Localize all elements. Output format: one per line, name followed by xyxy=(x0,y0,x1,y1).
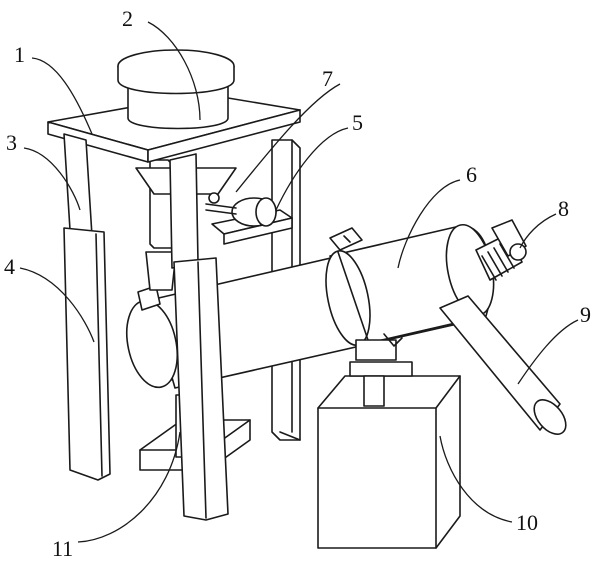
callout-5: 5 xyxy=(352,110,363,135)
front-right-leg xyxy=(169,153,229,521)
leader-lines xyxy=(19,21,579,543)
callout-2: 2 xyxy=(122,6,133,31)
callout-4: 4 xyxy=(4,254,15,279)
front-left-leg xyxy=(63,133,111,481)
callout-labels: 1 2 3 4 5 6 7 8 9 10 11 xyxy=(4,6,591,561)
motor-8 xyxy=(475,219,527,281)
callout-7: 7 xyxy=(322,66,333,91)
bin-10 xyxy=(317,333,461,549)
callout-6: 6 xyxy=(466,162,477,187)
callout-8: 8 xyxy=(558,196,569,221)
pipe-9 xyxy=(439,295,567,435)
hopper-2 xyxy=(117,49,235,130)
callout-11: 11 xyxy=(52,536,73,561)
callout-3: 3 xyxy=(6,130,17,155)
callout-1: 1 xyxy=(14,42,25,67)
callout-10: 10 xyxy=(516,510,538,535)
drum-bracket xyxy=(329,227,363,251)
motor-5 xyxy=(205,192,293,245)
callout-9: 9 xyxy=(580,302,591,327)
